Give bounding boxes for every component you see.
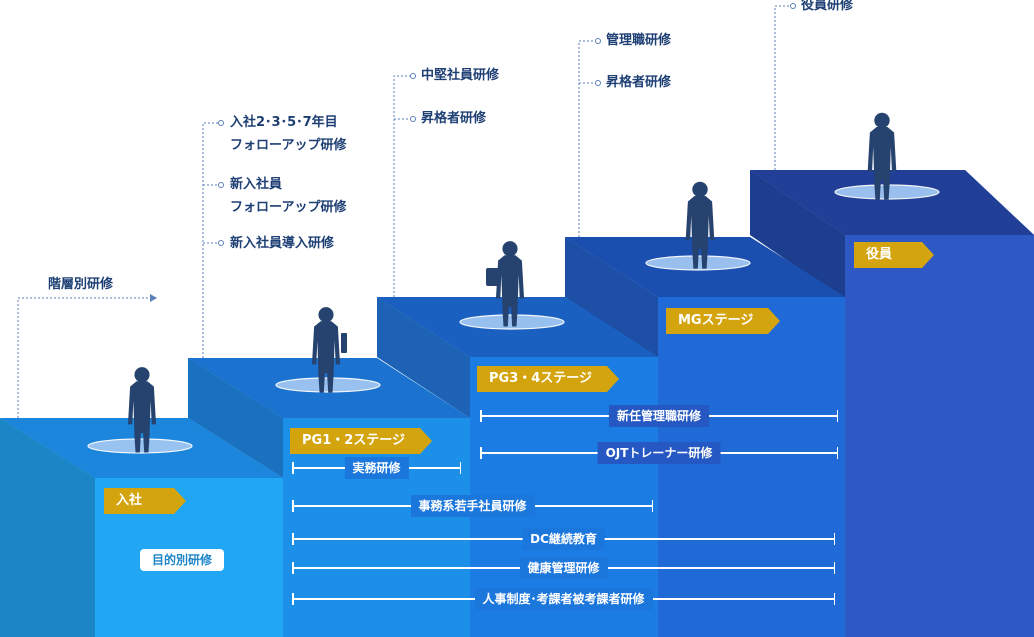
purpose-training-bar: DC継続教育 (292, 528, 835, 550)
step-1-side (0, 418, 95, 637)
step-5-top (750, 170, 1034, 235)
stage-flag-mg: MGステージ (666, 308, 780, 334)
hierarchy-training-label: 階層別研修 (48, 277, 114, 292)
purpose-training-label-text: OJTトレーナー研修 (597, 442, 721, 464)
purpose-training-label-text: 人事制度･考課者被考課者研修 (474, 588, 653, 610)
step-4-front (565, 237, 845, 637)
training-item: 新入社員 (230, 177, 283, 192)
stage-flag-executive: 役員 (854, 242, 934, 268)
training-item: 中堅社員研修 (421, 68, 500, 83)
purpose-training-bar: OJTトレーナー研修 (480, 442, 838, 464)
step-2-side (188, 358, 283, 478)
purpose-training-bar: 新任管理職研修 (480, 405, 838, 427)
stage-flag-pg34: PG3・4ステージ (477, 366, 619, 392)
step-5-front (750, 170, 1034, 637)
purpose-training-label-text: 実務研修 (344, 457, 409, 479)
step-3-side (377, 297, 470, 418)
purpose-training-bar: 健康管理研修 (292, 557, 835, 579)
training-item: 昇格者研修 (421, 111, 487, 126)
training-item: 役員研修 (801, 0, 854, 13)
step-5-side (750, 170, 845, 300)
purpose-training-bar: 人事制度･考課者被考課者研修 (292, 588, 835, 610)
purpose-training-bar: 実務研修 (292, 457, 461, 479)
step-4-side (565, 237, 658, 358)
training-item: 新入社員導入研修 (230, 236, 335, 251)
purpose-training-bar: 事務系若手社員研修 (292, 495, 653, 517)
dotted-connectors (17, 5, 790, 418)
purpose-training-label-text: 新任管理職研修 (608, 405, 710, 427)
training-item: 昇格者研修 (606, 75, 672, 90)
purpose-training-label-text: DC継続教育 (522, 528, 605, 550)
stage-flag-entry: 入社 (104, 488, 186, 514)
training-item: フォローアップ研修 (230, 200, 347, 215)
training-item: 入社2･3･5･7年目 (230, 115, 338, 130)
training-item: フォローアップ研修 (230, 138, 347, 153)
training-item: 管理職研修 (606, 33, 672, 48)
purpose-training-label: 目的別研修 (140, 549, 225, 571)
purpose-training-label-text: 事務系若手社員研修 (410, 495, 535, 517)
stage-flag-pg12: PG1・2ステージ (290, 428, 432, 454)
purpose-training-label-text: 健康管理研修 (519, 557, 608, 579)
